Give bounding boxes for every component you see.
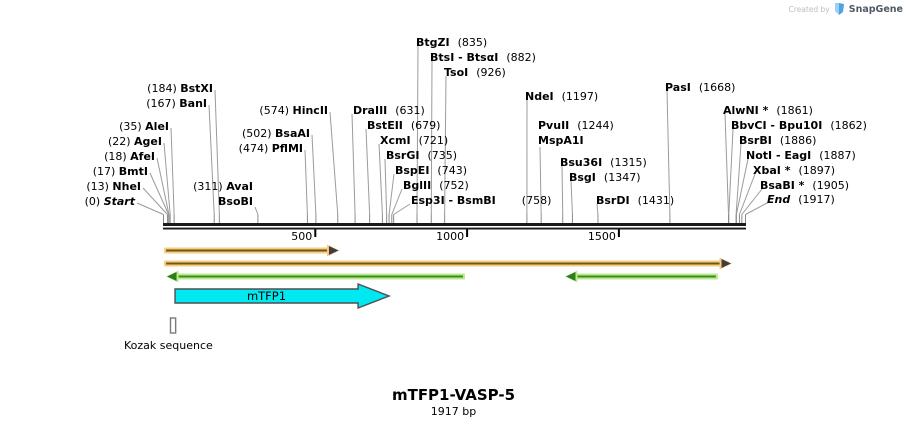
site-label-NdeI[interactable]: NdeI(1197) [525,90,599,103]
site-label-BsrGI[interactable]: BsrGI(735) [386,149,458,162]
site-label-AleI[interactable]: (35) AleI [119,120,169,133]
site-label-BspEI[interactable]: BspEI(743) [395,164,468,177]
snapgene-logo-icon [834,3,845,16]
site-label-BmtI[interactable]: (17) BmtI [92,165,148,178]
leader-line-Bsu36I [561,165,564,215]
leader-line-BanI [208,104,215,215]
snapgene-brand-text: SnapGene [848,4,903,15]
feature-forward-primer-arrow-2[interactable] [164,257,733,270]
site-label-BanI[interactable]: (167) BanI [146,97,207,110]
sequence-bar-bottom [163,227,746,230]
feature-mTFP1-feature-arrow[interactable] [174,282,392,310]
site-label-BtgZI[interactable]: BtgZI(835) [416,36,488,49]
leader-line-HincII [329,111,339,215]
site-label-BsgI[interactable]: BsgI(1347) [569,171,641,184]
site-label-XbaI[interactable]: XbaI *(1897) [753,164,836,177]
axis-tick-label-1000: 1000 [436,230,465,243]
leader-line-AvaI-BsoBI [254,206,259,215]
leader-line-BsaBI [741,188,763,215]
leader-line-XcmI [378,143,383,215]
mtfp1-feature-label: mTFP1 [246,289,287,303]
site-label-Bsu36I[interactable]: Bsu36I(1315) [560,156,647,169]
leader-line-AgeI [163,142,171,215]
leader-line-DraIII [351,113,356,215]
site-label-BsrBI[interactable]: BsrBI(1886) [739,134,817,147]
site-label-DraIII[interactable]: DraIII(631) [353,104,425,117]
site-label-BsaBI[interactable]: BsaBI *(1905) [760,179,849,192]
leader-line-AleI [170,127,175,215]
sequence-bar-top [163,223,746,226]
site-label-XcmI[interactable]: XcmI(721) [380,134,449,147]
leader-line-NheI [142,187,168,215]
site-label-BtsI-BtsaI[interactable]: BtsI - BtsαI(882) [430,51,536,64]
leader-line-PasI [666,90,671,215]
leader-line-PvuII-MspA1I [539,146,542,215]
leader-line-AfeI [156,157,170,215]
site-label-AfeI[interactable]: (18) AfeI [104,150,155,163]
site-label-BsrDI[interactable]: BsrDI(1431) [596,194,675,207]
site-label-End[interactable]: End(1917) [767,193,835,206]
leader-line-AlwNI [724,113,729,215]
leader-line-BmtI [149,172,170,215]
site-label-AlwNI[interactable]: AlwNI *(1861) [723,104,813,117]
axis-tick-label-1500: 1500 [587,230,616,243]
leader-line-BtsI-BtsaI [430,60,433,215]
site-label-NotI-EagI[interactable]: NotI - EagI(1887) [746,149,856,162]
created-by-text: Created by [788,5,830,14]
axis-tick-label-500: 500 [291,230,313,243]
sequence-length: 1917 bp [430,405,477,418]
site-label-PasI[interactable]: PasI(1668) [665,81,736,94]
feature-kozak-sequence-marker[interactable] [169,317,177,334]
site-label-HincII[interactable]: (574) HincII [259,104,328,117]
site-label-PvuII-MspA1I[interactable]: PvuII(1244)MspA1I [538,119,614,147]
leader-line-BsrBI [735,143,742,215]
site-label-BsaAI[interactable]: (502) BsaAI [241,127,310,140]
leader-line-BglII [391,188,403,215]
map-footer: mTFP1-VASP-5 1917 bp [0,387,907,419]
site-label-NheI[interactable]: (13) NheI [86,180,141,193]
leader-line-BbvCI-Bpu10I [728,128,734,215]
leader-line-Esp3I-BsmBI [393,203,411,215]
leader-line-BtgZI [416,45,419,215]
sequence-title: mTFP1-VASP-5 [391,386,516,404]
site-label-Esp3I-BsmBI[interactable]: Esp3I - BsmBI(758) [411,194,552,207]
site-label-PflMI[interactable]: (474) PflMI [238,142,303,155]
watermark: Created by SnapGene [788,3,903,16]
leader-line-TsoI [444,75,447,215]
site-label-BbvCI-Bpu10I[interactable]: BbvCI - Bpu10I(1862) [731,119,867,132]
leader-line-End [745,201,770,215]
leader-line-BstXI [214,89,220,215]
feature-reverse-primer-arrow-2[interactable] [564,270,718,283]
site-label-TsoI[interactable]: TsoI(926) [444,66,506,79]
feature-reverse-primer-arrow-1[interactable] [166,270,465,283]
feature-forward-primer-arrow-1[interactable] [164,244,340,257]
site-label-AgeI[interactable]: (22) AgeI [107,135,162,148]
site-label-Start[interactable]: (0) Start [84,195,135,208]
site-label-BstXI[interactable]: (184) BstXI [147,82,213,95]
leader-line-Start [136,202,164,215]
leader-line-BsrGI [384,158,388,215]
leader-line-BsgI [570,180,573,215]
kozak-sequence-label: Kozak sequence [124,339,213,352]
leader-line-BsrDI [596,203,599,215]
leader-line-BstEII [365,128,371,215]
site-label-BstEII[interactable]: BstEII(679) [367,119,441,132]
leader-line-PflMI [304,149,308,215]
leader-line-NotI-EagI [735,158,749,215]
leader-line-BspEI [388,173,395,215]
leader-line-BsaAI [311,134,317,215]
site-label-BglII[interactable]: BglII(752) [403,179,469,192]
leader-line-XbaI [738,173,756,215]
